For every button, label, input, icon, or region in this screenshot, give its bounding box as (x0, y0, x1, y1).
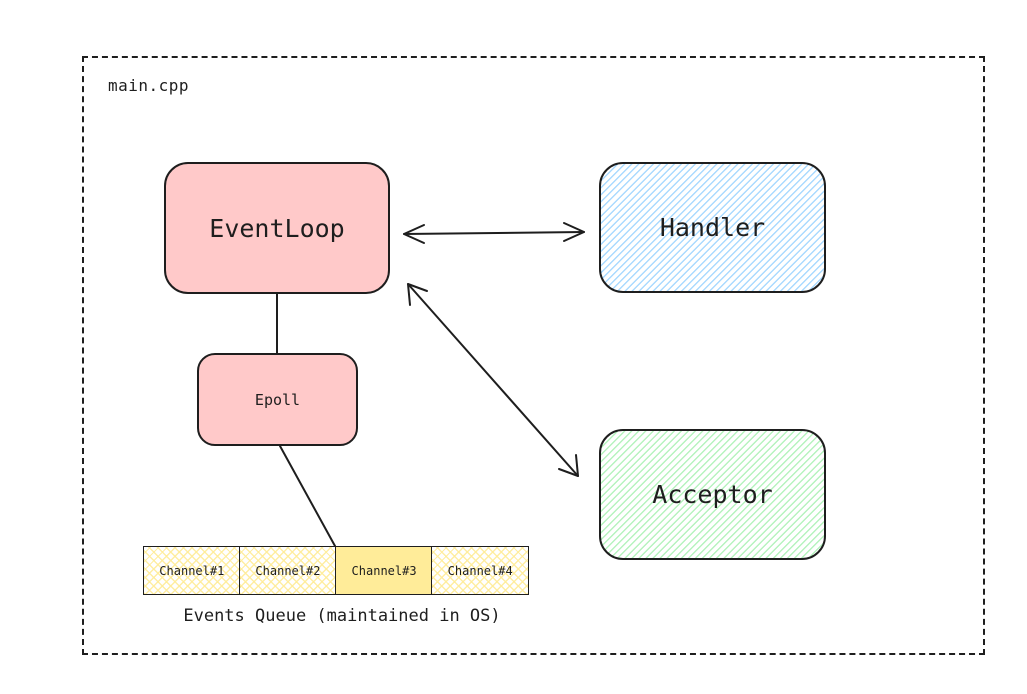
handler-node: Handler (599, 162, 826, 293)
arrowhead-handler-right (563, 222, 585, 242)
acceptor-label: Acceptor (652, 480, 773, 509)
queue-cell: Channel#4 (431, 546, 529, 595)
frame-label: main.cpp (108, 76, 190, 95)
arrowhead-eventloop-left (403, 224, 425, 244)
events-queue: Channel#1 Channel#2 Channel#3 Channel#4 (143, 546, 529, 595)
arrow-eventloop-handler (403, 231, 585, 235)
queue-cell-label: Channel#2 (255, 563, 321, 578)
queue-cell-active: Channel#3 (335, 546, 433, 595)
queue-cell-label: Channel#4 (447, 563, 513, 578)
epoll-node: Epoll (197, 353, 358, 446)
queue-cell: Channel#1 (143, 546, 241, 595)
arrowhead-acceptor-diag (558, 454, 579, 477)
epoll-label: Epoll (254, 390, 301, 409)
eventloop-label: EventLoop (209, 213, 345, 243)
handler-label: Handler (659, 213, 766, 242)
arrowhead-eventloop-diag (407, 283, 428, 306)
queue-cell-label: Channel#3 (351, 563, 417, 578)
arrow-eventloop-acceptor (407, 283, 579, 477)
acceptor-node: Acceptor (599, 429, 826, 560)
main-cpp-frame (82, 56, 985, 655)
queue-cell: Channel#2 (239, 546, 337, 595)
queue-cell-label: Channel#1 (159, 563, 225, 578)
line-epoll-queue (279, 445, 336, 547)
eventloop-node: EventLoop (164, 162, 390, 294)
queue-caption: Events Queue (maintained in OS) (183, 606, 501, 626)
